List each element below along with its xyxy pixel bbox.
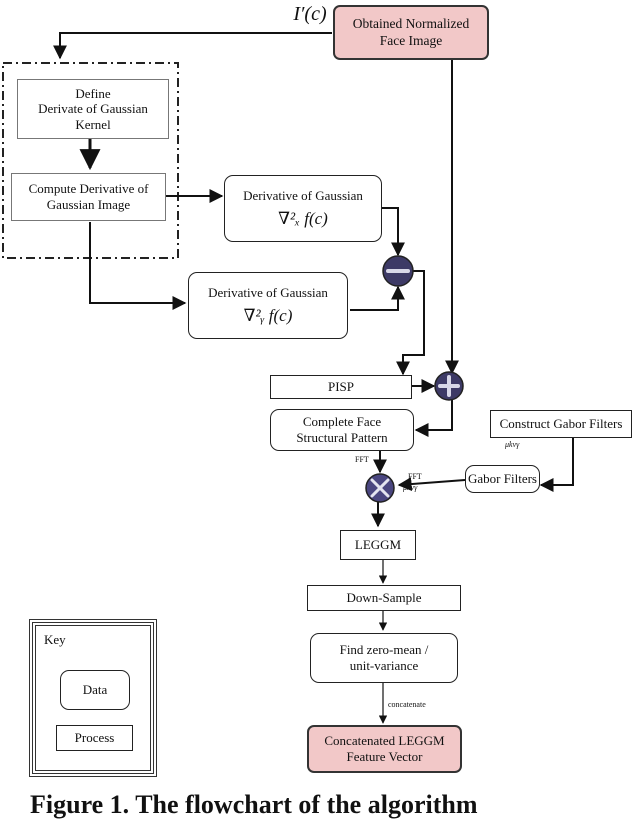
- pisp-node: PISP: [270, 375, 412, 399]
- mu-label-construct: μkνγ: [505, 440, 520, 449]
- key-legend: Key Data Process: [29, 619, 157, 777]
- key-data-item: Data: [60, 670, 130, 710]
- mu-label-right: μkνγ: [403, 483, 418, 492]
- dog-x-node: Derivative of Gaussian ∇²ₓ f(c): [224, 175, 382, 242]
- compute-dog-node: Compute Derivative of Gaussian Image: [11, 173, 166, 221]
- dog-y-title: Derivative of Gaussian: [208, 284, 328, 300]
- plus-operator: [434, 371, 464, 401]
- concatenate-label: concatenate: [388, 700, 426, 709]
- obtained-face-image-node: Obtained Normalized Face Image: [333, 5, 489, 60]
- concatenated-feature-vector-node: Concatenated LEGGM Feature Vector: [307, 725, 462, 773]
- leggm-node: LEGGM: [340, 530, 416, 560]
- input-label: I′(c): [293, 3, 327, 25]
- edge-compute-to-dogy: [89, 222, 187, 310]
- gabor-filters-node: Gabor Filters: [465, 465, 540, 493]
- edge-gabor-to-multiply: [397, 477, 466, 492]
- construct-gabor-node: Construct Gabor Filters: [490, 410, 632, 438]
- edge-dogy-to-minus: [350, 285, 405, 311]
- edge-plus-to-complete: [414, 400, 453, 437]
- edge-minus-to-pisp: [396, 270, 425, 376]
- key-process-item: Process: [56, 725, 133, 751]
- down-sample-node: Down-Sample: [307, 585, 461, 611]
- minus-operator: [382, 255, 414, 287]
- complete-face-pattern-node: Complete Face Structural Pattern: [270, 409, 414, 451]
- dog-y-formula: ∇²ᵧ f(c): [243, 306, 293, 326]
- multiply-operator: [365, 473, 395, 503]
- define-kernel-node: Define Derivate of Gaussian Kernel: [17, 79, 169, 139]
- dog-x-title: Derivative of Gaussian: [243, 187, 363, 203]
- figure-caption: Figure 1. The flowchart of the algorithm: [30, 790, 478, 819]
- dog-x-formula: ∇²ₓ f(c): [278, 209, 328, 229]
- dog-y-node: Derivative of Gaussian ∇²ᵧ f(c): [188, 272, 348, 339]
- fft-label-left: FFT: [355, 455, 369, 464]
- edge-obtained-to-kernel: [53, 32, 332, 60]
- edge-construct-to-gabor: [539, 437, 574, 492]
- zero-mean-node: Find zero-mean / unit-variance: [310, 633, 458, 683]
- key-title: Key: [44, 632, 66, 647]
- fft-label-right: FFT: [408, 472, 422, 481]
- edge-dogx-to-minus: [382, 207, 405, 257]
